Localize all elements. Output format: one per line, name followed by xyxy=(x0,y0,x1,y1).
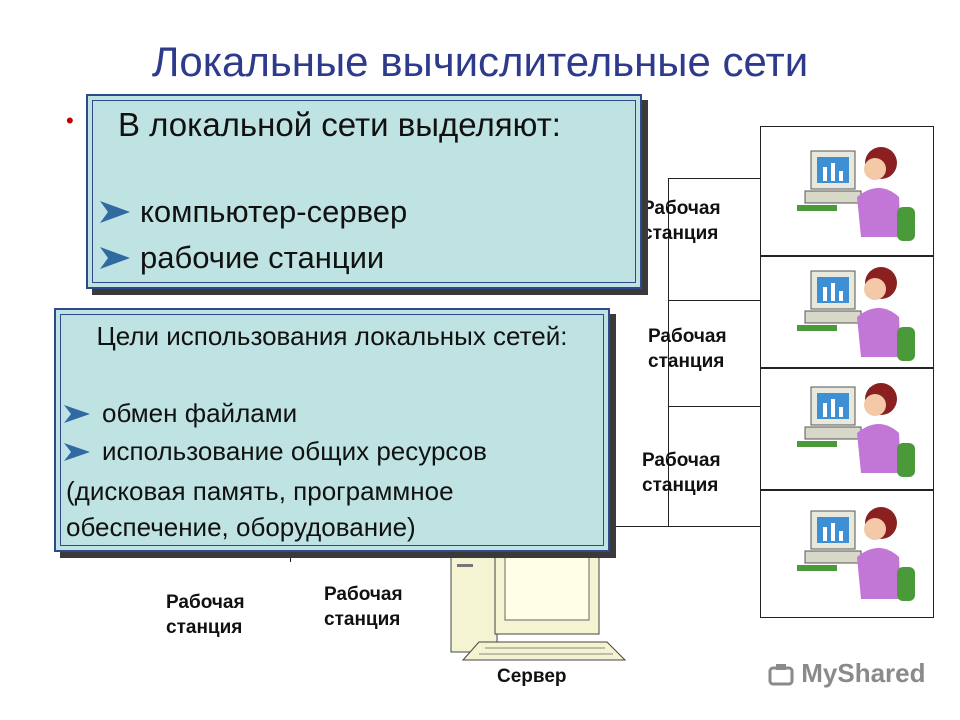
label-line: станция xyxy=(648,351,725,372)
network-line-bottom xyxy=(143,557,443,558)
watermark-text: MyShared xyxy=(801,658,926,688)
network-line-3 xyxy=(668,406,808,407)
label-line: Рабочая xyxy=(324,584,403,605)
network-line-4 xyxy=(610,526,770,527)
server-label: Сервер xyxy=(497,666,567,687)
arrow-bullet-icon xyxy=(64,442,90,461)
box1-item-label: рабочие станции xyxy=(140,240,385,275)
label-line: Рабочая xyxy=(166,592,245,613)
label-line: Рабочая xyxy=(642,198,721,219)
label-line: станция xyxy=(642,475,719,496)
watermark-logo-icon xyxy=(768,664,794,686)
box2-continuation-line-2: обеспечение, оборудование) xyxy=(66,512,416,542)
box-inner-border xyxy=(60,314,604,546)
box2-item-file-exchange: обмен файлами xyxy=(64,398,297,429)
box1-heading: В локальной сети выделяют: xyxy=(118,106,561,143)
workstation-clipart-icon xyxy=(797,267,915,361)
workstation-clipart-icon xyxy=(797,507,915,601)
workstation-frame-2 xyxy=(760,256,934,368)
box1-item-label: компьютер-сервер xyxy=(140,194,408,229)
arrow-bullet-icon xyxy=(100,201,130,223)
label-line: станция xyxy=(642,223,719,244)
box2-item-label: использование общих ресурсов xyxy=(102,436,487,466)
workstation-clipart-icon xyxy=(797,383,915,477)
network-line-bus xyxy=(668,178,669,526)
workstation-label-1: Рабочая станция xyxy=(642,196,721,246)
arrow-bullet-icon xyxy=(100,247,130,269)
box2-heading: Цели использования локальных сетей: xyxy=(96,321,568,351)
box2-item-shared-resources: использование общих ресурсов xyxy=(64,436,487,467)
network-line-left xyxy=(143,552,144,558)
box-inner-border xyxy=(92,100,636,283)
box1-item-server: компьютер-сервер xyxy=(100,194,407,230)
label-line: Рабочая xyxy=(642,450,721,471)
workstation-label-5: Рабочая станция xyxy=(324,582,403,632)
workstation-label-3: Рабочая станция xyxy=(642,448,721,498)
network-line-1 xyxy=(668,178,808,179)
label-line: Рабочая xyxy=(648,326,727,347)
network-components-box: В локальной сети выделяют: компьютер-сер… xyxy=(86,94,642,289)
box2-item-label: обмен файлами xyxy=(102,398,298,428)
box2-continuation-line-1: (дисковая память, программное xyxy=(66,476,454,506)
watermark: MyShared xyxy=(768,658,926,689)
workstation-label-4: Рабочая станция xyxy=(166,590,245,640)
workstation-frame-3 xyxy=(760,368,934,490)
label-line: станция xyxy=(166,617,243,638)
server-icon xyxy=(450,548,627,661)
slide-title: Локальные вычислительные сети xyxy=(151,38,809,85)
workstation-clipart-icon xyxy=(797,147,915,241)
workstation-frame-4 xyxy=(760,490,934,618)
workstation-label-2: Рабочая станция xyxy=(648,324,727,374)
network-line-2 xyxy=(668,300,808,301)
network-goals-box: Цели использования локальных сетей: обме… xyxy=(54,308,610,552)
workstation-frame-1 xyxy=(760,126,934,256)
box1-item-workstations: рабочие станции xyxy=(100,240,384,276)
label-line: станция xyxy=(324,609,401,630)
arrow-bullet-icon xyxy=(64,404,90,423)
bullet-dot: • xyxy=(66,108,74,133)
